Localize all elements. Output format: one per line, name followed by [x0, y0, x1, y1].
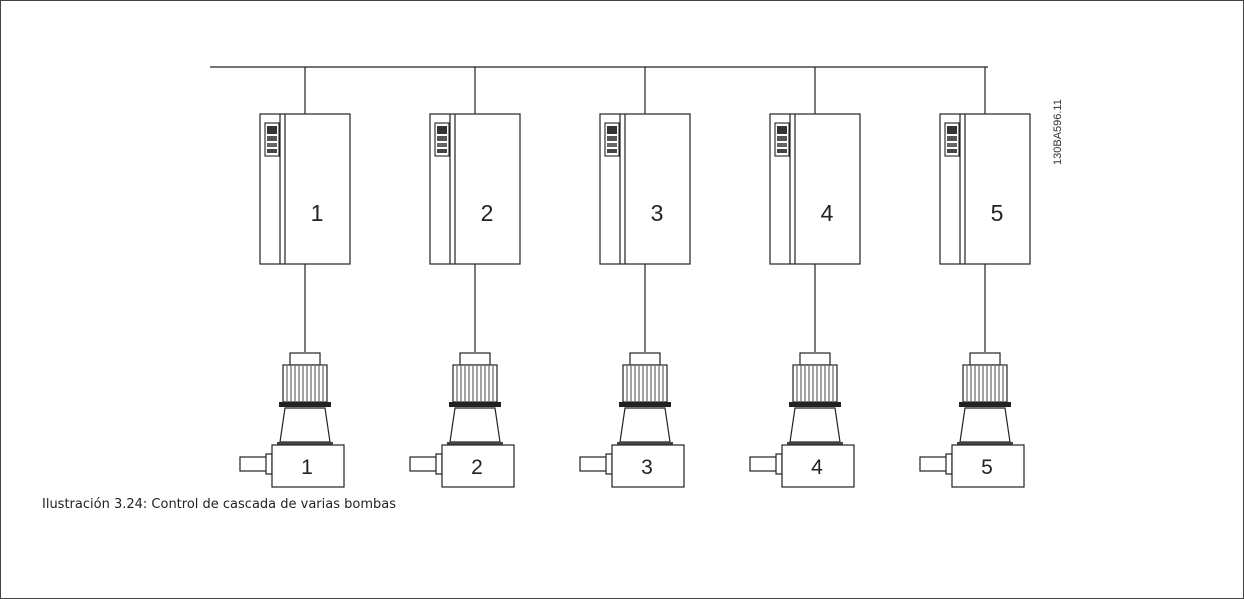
panel-display [607, 126, 617, 134]
pump-number-label: 4 [811, 456, 823, 479]
drive-number-label: 1 [311, 200, 324, 226]
motor-body [792, 364, 838, 403]
panel-keys [267, 149, 277, 153]
pump-housing [781, 444, 855, 488]
pump-number-label: 3 [641, 456, 653, 479]
motor-fins [966, 366, 1004, 401]
figure-code: 130BA596.11 [1052, 99, 1064, 165]
panel-keys [607, 149, 617, 153]
drive-pump-unit: 22 [409, 67, 521, 488]
panel-keys [947, 149, 957, 153]
drive-number-label: 2 [481, 200, 494, 226]
inlet-pipe-flange [605, 453, 613, 475]
drive-pump-unit: 11 [239, 67, 351, 488]
drive-number-label: 5 [991, 200, 1004, 226]
panel-keys [437, 143, 447, 147]
pump-bracket [619, 407, 671, 443]
motor-flange [619, 402, 671, 407]
motor-body [452, 364, 498, 403]
pump-bracket [279, 407, 331, 443]
pump-housing [271, 444, 345, 488]
pump-base-plate [957, 442, 1013, 445]
pump-base-plate [617, 442, 673, 445]
motor-fan-cap [289, 352, 321, 366]
pump-bracket [449, 407, 501, 443]
drive-pump-unit: 44 [749, 67, 861, 488]
drive-number-label: 3 [651, 200, 664, 226]
motor-fins [796, 366, 834, 401]
panel-keys [777, 136, 787, 141]
pump-base-plate [447, 442, 503, 445]
inlet-pipe-flange [265, 453, 273, 475]
motor-fins [286, 366, 324, 401]
panel-keys [947, 136, 957, 141]
motor-body [622, 364, 668, 403]
pump-bracket [959, 407, 1011, 443]
panel-display [947, 126, 957, 134]
pump-base-plate [787, 442, 843, 445]
drive-pump-unit: 55 [919, 67, 1031, 488]
pump-base-plate [277, 442, 333, 445]
inlet-pipe-flange [945, 453, 953, 475]
panel-keys [437, 149, 447, 153]
motor-body [962, 364, 1008, 403]
motor-body [282, 364, 328, 403]
figure-caption: Ilustración 3.24: Control de cascada de … [42, 497, 396, 512]
panel-display [437, 126, 447, 134]
panel-keys [777, 149, 787, 153]
motor-fins [626, 366, 664, 401]
panel-keys [607, 136, 617, 141]
inlet-pipe-flange [435, 453, 443, 475]
pump-housing [441, 444, 515, 488]
drive-number-label: 4 [821, 200, 834, 226]
panel-display [777, 126, 787, 134]
panel-display [267, 126, 277, 134]
motor-flange [789, 402, 841, 407]
panel-keys [267, 136, 277, 141]
motor-flange [959, 402, 1011, 407]
pump-bracket [789, 407, 841, 443]
motor-fan-cap [459, 352, 491, 366]
pump-number-label: 2 [471, 456, 483, 479]
panel-keys [947, 143, 957, 147]
pump-number-label: 1 [301, 456, 313, 479]
motor-fan-cap [629, 352, 661, 366]
panel-keys [437, 136, 447, 141]
pump-housing [611, 444, 685, 488]
panel-keys [777, 143, 787, 147]
panel-keys [267, 143, 277, 147]
panel-keys [607, 143, 617, 147]
drive-pump-unit: 33 [579, 67, 691, 488]
pump-housing [951, 444, 1025, 488]
motor-fins [456, 366, 494, 401]
motor-flange [279, 402, 331, 407]
motor-fan-cap [799, 352, 831, 366]
pump-number-label: 5 [981, 456, 993, 479]
inlet-pipe-flange [775, 453, 783, 475]
motor-fan-cap [969, 352, 1001, 366]
motor-flange [449, 402, 501, 407]
